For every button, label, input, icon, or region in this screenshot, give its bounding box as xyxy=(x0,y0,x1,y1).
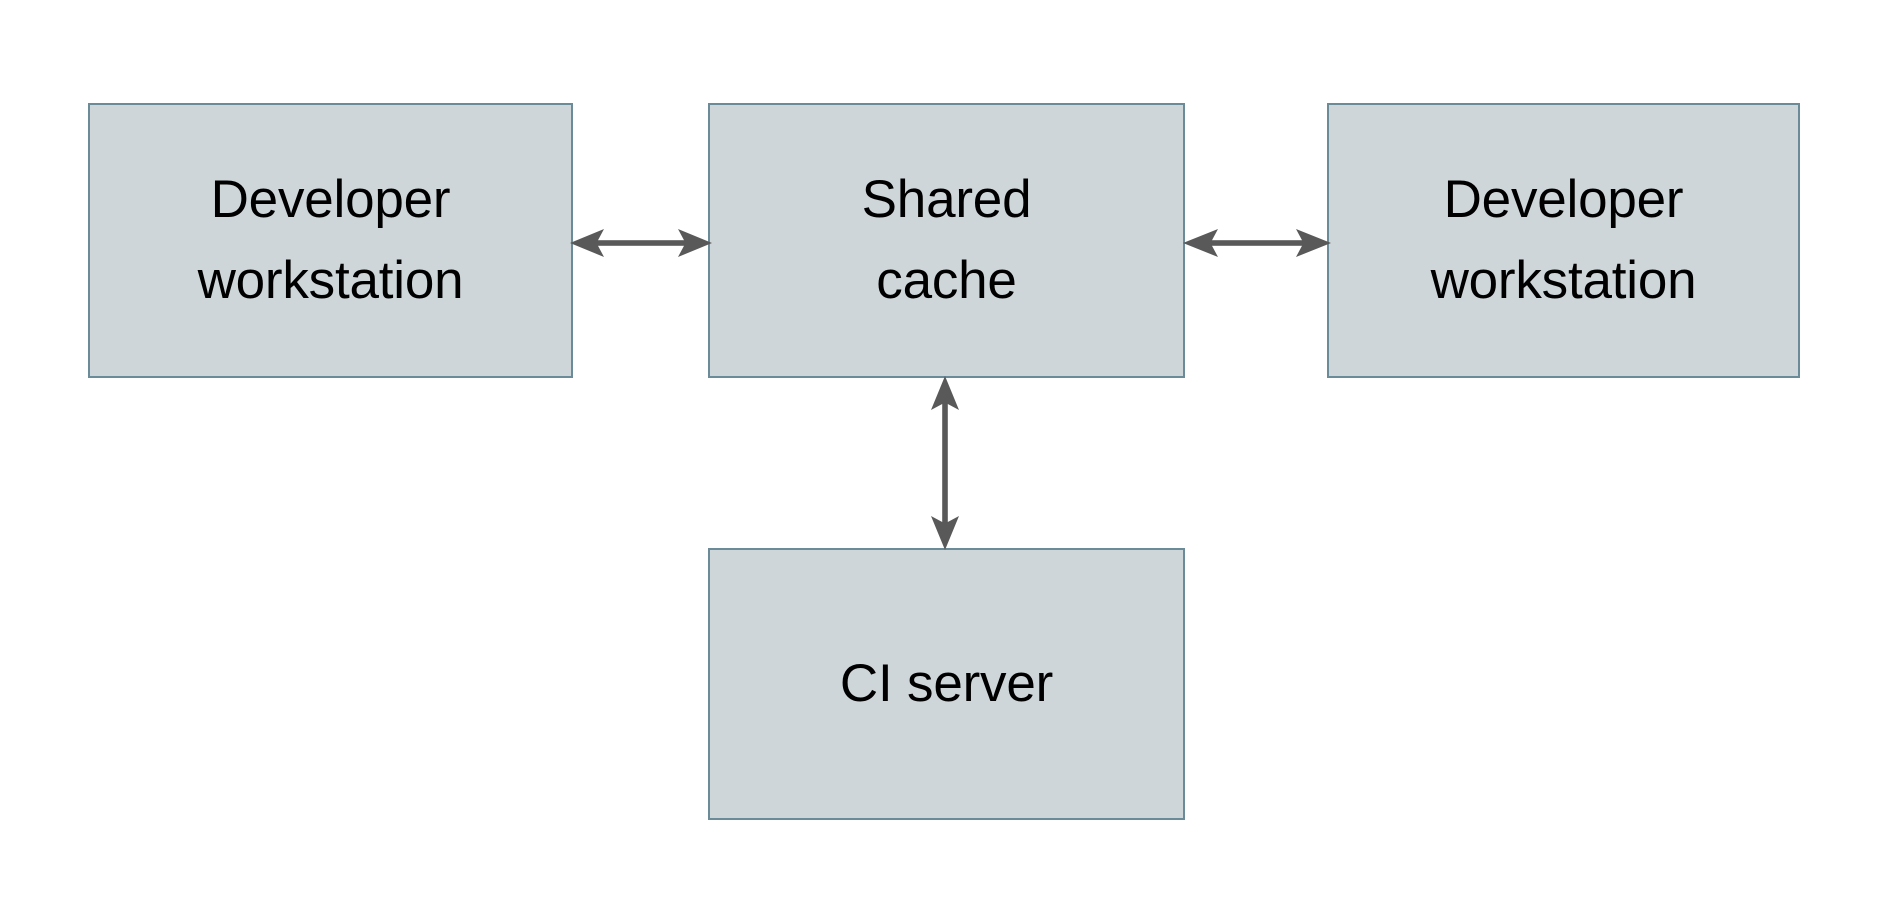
node-label: Shared cache xyxy=(861,169,1032,310)
edge-shared-cache-to-ci-server xyxy=(915,376,975,550)
node-ci-server[interactable]: CI server xyxy=(708,548,1185,820)
edge-developer-workstation-left-to-shared-cache xyxy=(570,213,712,273)
double-arrow-vertical-icon xyxy=(931,376,959,550)
node-label: CI server xyxy=(839,653,1054,713)
double-arrow-horizontal-icon xyxy=(1183,229,1331,257)
node-developer-workstation-left[interactable]: Developer workstation xyxy=(88,103,573,378)
double-arrow-horizontal-icon xyxy=(570,229,712,257)
node-developer-workstation-right[interactable]: Developer workstation xyxy=(1327,103,1800,378)
node-label: Developer workstation xyxy=(1430,169,1697,310)
edge-shared-cache-to-developer-workstation-right xyxy=(1183,213,1331,273)
node-shared-cache[interactable]: Shared cache xyxy=(708,103,1185,378)
node-label: Developer workstation xyxy=(197,169,464,310)
